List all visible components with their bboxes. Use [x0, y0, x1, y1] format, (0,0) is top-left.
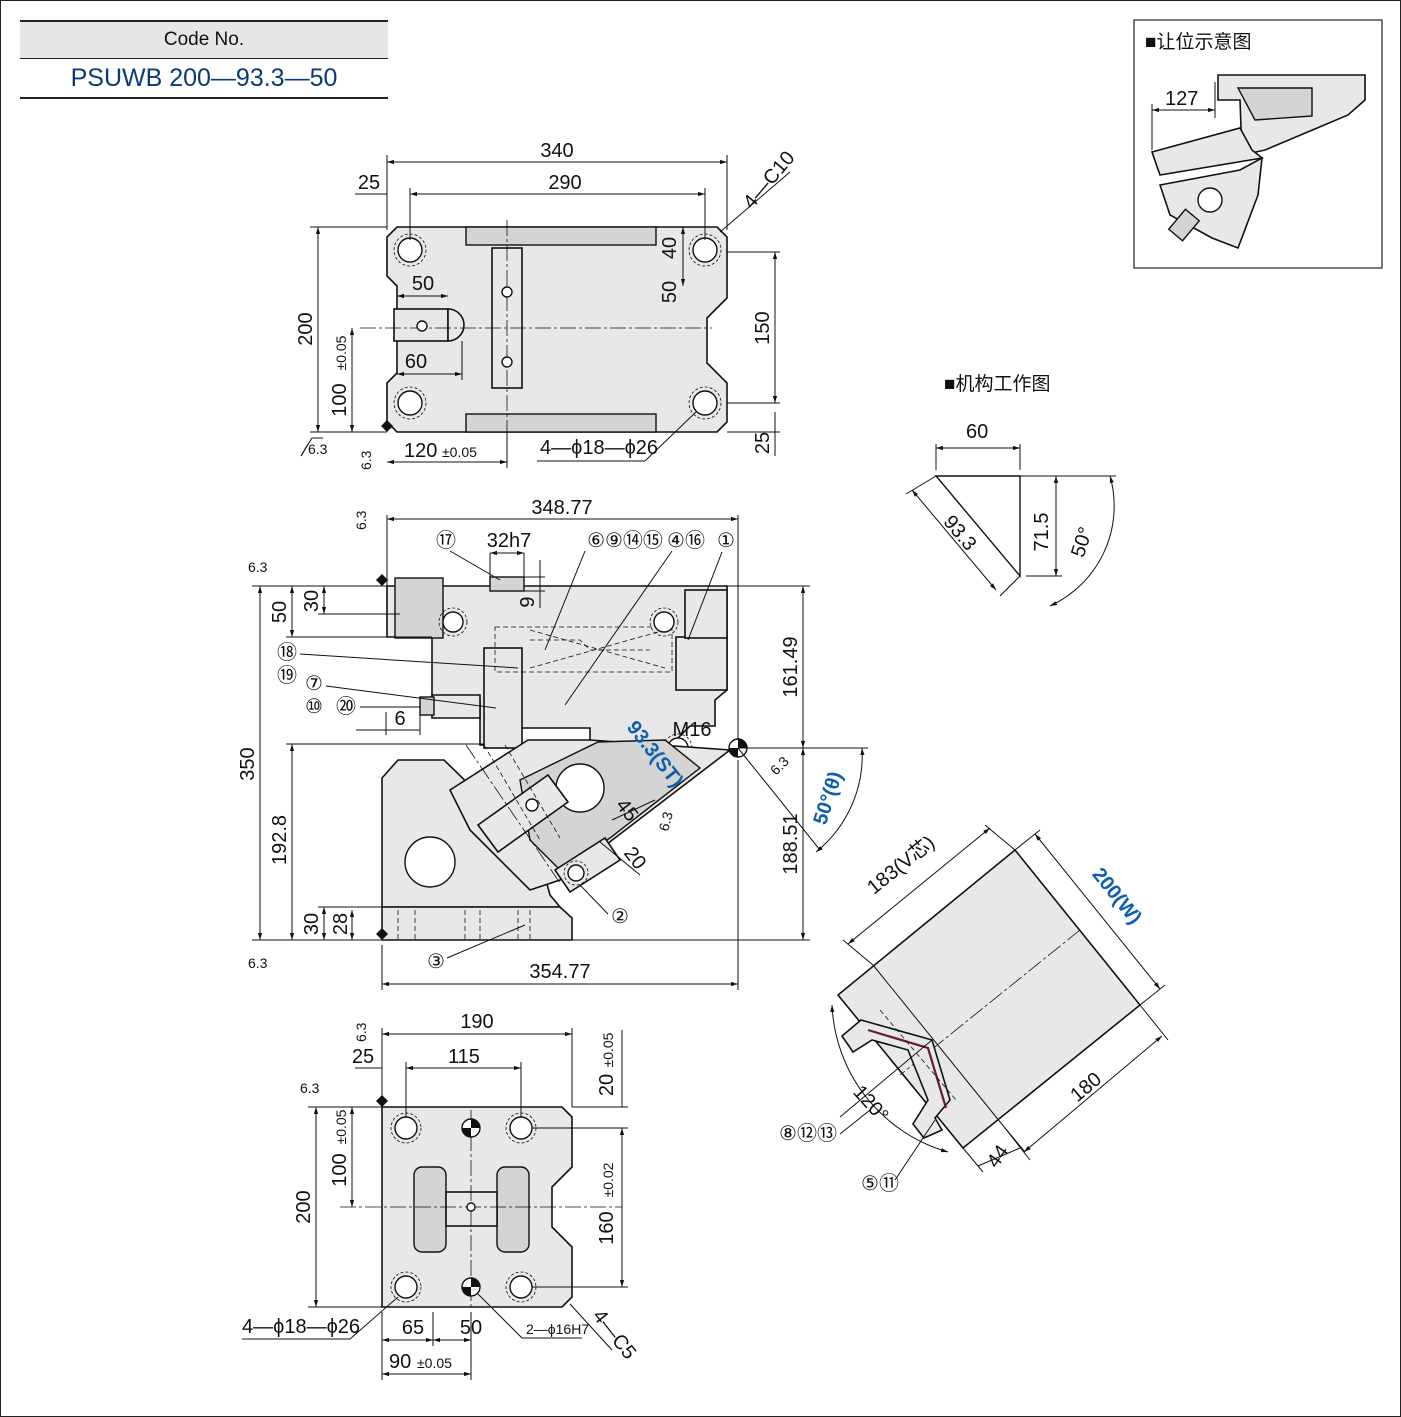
bottom-dim-100: 100	[329, 1153, 351, 1186]
bottom-dim-190: 190	[460, 1011, 493, 1033]
bottom-dim-50: 50	[460, 1317, 482, 1339]
top-dim-200: 200	[295, 312, 317, 345]
balloon-1: ①	[717, 530, 735, 552]
top-view: 340 290 25 4—C10 40 50 150 25 200 100 ±0…	[295, 140, 799, 470]
front-dim-188-51: 188.51	[780, 813, 802, 874]
top-dim-100-tol: ±0.05	[333, 335, 349, 370]
front-dim-161-49: 161.49	[780, 636, 802, 697]
front-view: 348.77 354.77 32h7 9 50 30 6 350 192.8	[237, 497, 868, 990]
top-dim-340: 340	[540, 140, 573, 162]
code-number-header: Code No.	[20, 20, 388, 59]
code-number-value: PSUWB 200—93.3—50	[20, 59, 388, 99]
bottom-dim-160: 160	[596, 1211, 618, 1244]
front-dim-28: 28	[330, 913, 352, 935]
bottom-dim-200: 200	[293, 1190, 315, 1223]
front-dim-6: 6	[394, 708, 405, 730]
bottom-roughness-left: 6.3	[300, 1080, 320, 1096]
bottom-dim-115: 115	[448, 1046, 480, 1068]
balloon-5-11: ⑤⑪	[861, 1172, 899, 1195]
clearance-inset: ■让位示意图 127	[1133, 19, 1383, 269]
front-dim-350: 350	[237, 747, 259, 780]
balloon-2: ②	[611, 906, 629, 928]
bottom-dim-90: 90	[389, 1351, 411, 1373]
front-roughness-angle: 6.3	[767, 753, 792, 778]
top-dim-100: 100	[329, 383, 351, 416]
mechanism-inset: ■机构工作图 60 71.5 93.3 50°	[905, 373, 1116, 607]
balloon-19: ⑲	[277, 664, 297, 687]
mechanism-dim-50deg: 50°	[1067, 524, 1097, 560]
top-dim-60: 60	[405, 351, 427, 373]
bottom-dim-25: 25	[352, 1046, 374, 1068]
side-dim-44: 44	[983, 1141, 1014, 1172]
top-roughness-2: 6.3	[358, 450, 374, 470]
front-dim-30b: 30	[301, 913, 323, 935]
front-dim-32h7: 32h7	[487, 530, 532, 552]
side-view: 183(V芯) 200(W) 180 44 120° ⑧⑫⑬ ⑤⑪	[779, 824, 1169, 1195]
balloon-4-16: ④⑯	[667, 529, 705, 552]
top-dim-290: 290	[548, 172, 581, 194]
front-roughness-left: 6.3	[248, 559, 268, 575]
top-dim-chamfer: 4—C10	[739, 147, 799, 213]
mechanism-dim-60: 60	[966, 421, 988, 443]
bottom-dim-160-tol: ±0.02	[600, 1162, 616, 1197]
bottom-dim-65: 65	[402, 1317, 424, 1339]
balloon-3: ③	[427, 951, 445, 973]
balloon-7: ⑦	[305, 673, 323, 695]
front-dim-angle: 50°(θ)	[809, 769, 847, 828]
balloon-6-9-14-15: ⑥⑨⑭⑮	[587, 529, 663, 552]
mechanism-dim-71-5: 71.5	[1031, 513, 1053, 552]
balloon-8-12-13: ⑧⑫⑬	[779, 1122, 837, 1145]
balloon-20: ⑳	[336, 695, 356, 718]
top-dim-25: 25	[358, 172, 380, 194]
balloon-17: ⑰	[436, 529, 456, 552]
top-roughness: 6.3	[308, 441, 328, 457]
bottom-view: 190 115 25 20 ±0.05 160 ±0.02 200 100 ±0…	[242, 1011, 640, 1380]
bottom-dim-20-tol: ±0.05	[600, 1032, 616, 1067]
front-dim-50: 50	[269, 601, 291, 623]
balloon-10: ⑩	[305, 696, 323, 718]
clearance-inset-title: ■让位示意图	[1145, 31, 1251, 53]
clearance-dim-127: 127	[1165, 88, 1198, 110]
front-dim-354-77: 354.77	[529, 961, 590, 983]
bottom-roughness-top: 6.3	[353, 1022, 369, 1042]
top-dim-holes: 4—ϕ18—ϕ26	[540, 437, 658, 459]
bottom-dim-pins: 2—ϕ16H7	[526, 1321, 589, 1337]
mechanism-inset-title: ■机构工作图	[944, 373, 1050, 395]
side-dim-200w: 200(W)	[1087, 864, 1145, 929]
bottom-dim-90-tol: ±0.05	[417, 1355, 452, 1371]
top-dim-120: 120	[404, 440, 437, 462]
front-dim-348-77: 348.77	[531, 497, 592, 519]
bottom-dim-holes: 4—ϕ18—ϕ26	[242, 1316, 360, 1338]
top-dim-50-right: 50	[659, 281, 681, 303]
side-dim-180: 180	[1066, 1068, 1106, 1106]
top-dim-40: 40	[659, 237, 681, 259]
bottom-dim-100-tol: ±0.05	[333, 1109, 349, 1144]
front-dim-192-8: 192.8	[269, 815, 291, 865]
front-dim-m16: M16	[673, 719, 712, 741]
side-dim-183: 183(V芯)	[863, 831, 940, 899]
front-roughness-slide: 6.3	[655, 810, 676, 833]
front-dim-9: 9	[517, 596, 539, 607]
bottom-dim-chamfer: 4—C5	[588, 1306, 640, 1364]
top-dim-50-slot: 50	[412, 273, 434, 295]
code-number-box: Code No. PSUWB 200—93.3—50	[20, 20, 388, 99]
front-roughness-bottom: 6.3	[248, 955, 268, 971]
top-dim-25-right: 25	[752, 432, 774, 454]
top-dim-150: 150	[752, 311, 774, 344]
front-dim-20: 20	[619, 843, 650, 874]
bottom-dim-20: 20	[596, 1074, 618, 1096]
balloon-18: ⑱	[277, 641, 297, 664]
top-dim-120-tol: ±0.05	[442, 444, 477, 460]
front-dim-30: 30	[301, 590, 323, 612]
front-roughness-top: 6.3	[353, 510, 369, 530]
